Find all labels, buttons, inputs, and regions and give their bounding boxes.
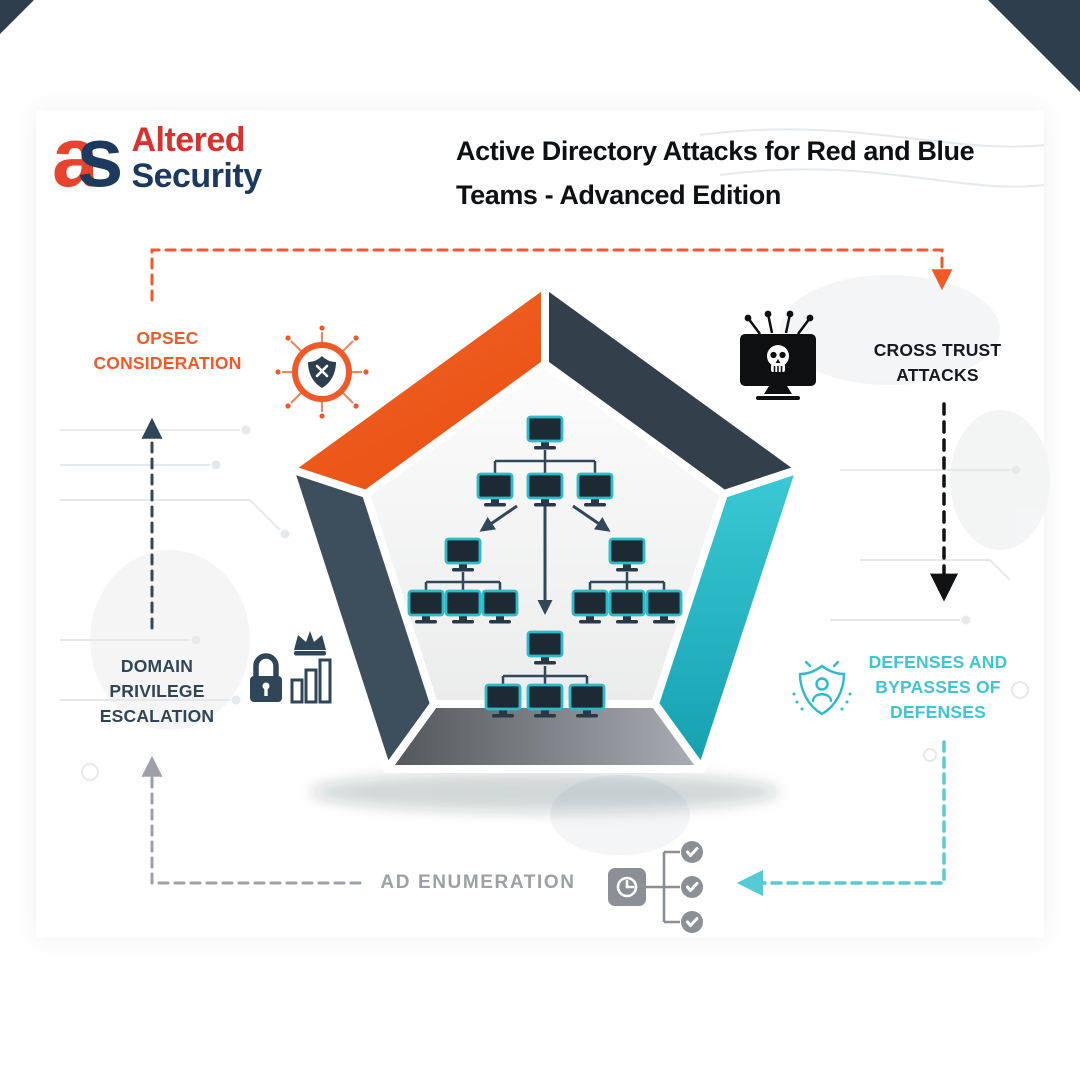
label-line: DOMAIN PRIVILEGE [109, 656, 205, 701]
logo-letter-s: s [76, 110, 124, 205]
logo-wordmark: Altered Security [131, 121, 262, 196]
logo-letter-a: a [52, 110, 99, 205]
label-line: AD ENUMERATION [380, 872, 576, 893]
label-line: CROSS TRUST [873, 340, 1002, 360]
lock-crown-chart-icon [250, 631, 332, 704]
page-title-line2: Teams - Advanced Edition [456, 179, 781, 210]
label-line: DEFENSES AND [868, 652, 1008, 672]
ad-forest-tree [407, 415, 683, 719]
label-ad-enumeration: AD ENUMERATION [368, 870, 588, 897]
page-title: Active Directory Attacks for Red and Blu… [456, 130, 1056, 217]
page-title-line1: Active Directory Attacks for Red and Blu… [456, 136, 975, 166]
label-line: OPSEC [136, 328, 199, 348]
label-line: DEFENSES [890, 701, 986, 722]
label-line: CONSIDERATION [93, 352, 242, 373]
label-defenses-and-bypasses: DEFENSES AND BYPASSES OF DEFENSES [858, 650, 1018, 725]
arrow-adenum-to-dpe [141, 755, 362, 885]
arrow-defenses-to-adenum [736, 740, 946, 897]
checklist-icon [608, 841, 703, 933]
label-domain-privilege-escalation: DOMAIN PRIVILEGE ESCALATION [72, 654, 242, 729]
label-line: ESCALATION [99, 705, 215, 726]
skull-monitor-icon [740, 310, 816, 400]
logo-mark: a s [52, 110, 124, 205]
arrow-opsec-to-crosstrust [150, 248, 953, 302]
logo-word-security: Security [131, 157, 262, 196]
label-line: ATTACKS [896, 364, 979, 385]
label-opsec-consideration: OPSEC CONSIDERATION [85, 326, 250, 376]
pentagon-segment-domain-privilege [286, 465, 438, 773]
corner-accent-top-left [0, 0, 34, 34]
corner-accent-top-right [988, 0, 1080, 92]
shield-person-icon [792, 660, 852, 716]
shield-x-icon [275, 325, 369, 419]
logo-word-altered: Altered [131, 121, 246, 159]
tree-arrows [479, 504, 611, 615]
tree-connectors [424, 450, 666, 684]
label-line: BYPASSES OF [875, 676, 1001, 697]
altered-security-logo: a s Altered Security [52, 110, 262, 205]
cycle-arrows [141, 248, 958, 897]
label-cross-trust-attacks: CROSS TRUST ATTACKS [855, 338, 1020, 388]
background-circuit-pattern [60, 128, 1050, 855]
